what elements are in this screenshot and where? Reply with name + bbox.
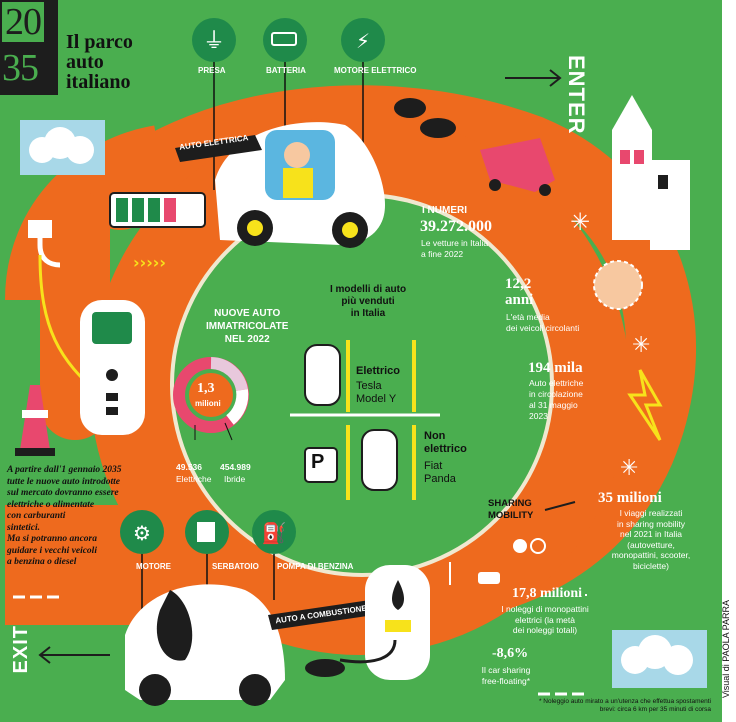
svg-text:✳: ✳ (632, 333, 650, 358)
electric-icon-label-presa: PRESA (198, 66, 226, 75)
tank-icon (197, 522, 215, 542)
fuel-pump-icon: ⛽ (262, 521, 287, 545)
electric-car (215, 122, 385, 248)
svg-text:+: + (182, 202, 197, 223)
best-electric-label: Elettrico (356, 365, 401, 377)
numbers-heading: I NUMERI (422, 205, 467, 216)
combustion-icon-label-serbatoio: SERBATOIO (212, 562, 259, 571)
electric-icon-circles: ⏚ ⚡ (192, 18, 385, 210)
dash-marks (13, 595, 584, 696)
vehicles-value: 39.272.000 (420, 218, 492, 235)
battery-icon (271, 32, 297, 46)
combustion-car-tag-bg (268, 600, 374, 630)
traffic-cone (15, 385, 55, 456)
parking-lot (290, 340, 440, 500)
electric-icon-label-batteria: BATTERIA (266, 66, 306, 75)
combustion-icon-label-motore: MOTORE (136, 562, 171, 571)
electric-motor-icon: ⚡ (356, 29, 370, 53)
carsharing-value: -8,6% (492, 646, 529, 661)
year-bottom: 35 (2, 47, 39, 89)
sharing-icons (449, 538, 546, 585)
ev-value: 194 mila (528, 360, 583, 376)
electric-reg-value: 49.536 (176, 462, 202, 472)
sharing-trips-value: 35 milioni (598, 490, 662, 506)
fuel-pump (339, 565, 430, 680)
cloud-right (612, 630, 707, 688)
houses (612, 95, 690, 250)
year-top: 20 (2, 2, 44, 42)
combustion-icon-label-pompa: POMPA DI BENZINA (277, 562, 354, 571)
svg-text:✳: ✳ (620, 456, 638, 481)
red-car (480, 138, 555, 196)
plug-icon: ⏚ (203, 29, 225, 54)
lightning-graphic (627, 369, 663, 441)
registrations-donut (173, 357, 249, 441)
charger-left (28, 220, 145, 435)
enter-label: ENTER (564, 55, 589, 135)
hybrid-reg-value: 454.989 (220, 462, 251, 472)
credit: Visual di PAOLA PARRA (721, 600, 731, 699)
combustion-icon-circles: ⚙ ⛽ (120, 510, 296, 640)
registrations-total-unit: milioni (195, 399, 221, 408)
electric-car-tag-bg (175, 135, 262, 162)
battery-graphic (109, 192, 206, 228)
hybrid-reg-label: Ibride (224, 474, 246, 484)
electric-icon-label-motore: MOTORE ELETTRICO (334, 66, 417, 75)
cloud-left (20, 120, 105, 175)
engine-icon: ⚙ (133, 521, 151, 545)
combustion-car (125, 584, 285, 706)
arrows (38, 69, 587, 664)
scooter-value: 17,8 milioni (512, 586, 583, 601)
footnote: * Noleggio auto mirato a un'utenza che e… (538, 698, 711, 713)
svg-text:✳: ✳ (570, 208, 590, 236)
registrations-total-value: 1,3 (197, 381, 215, 396)
parking-sign: P (311, 451, 325, 473)
exit-label: EXIT (10, 625, 32, 674)
face-sticker (593, 260, 643, 310)
chevron-arrows: ››››› (133, 253, 166, 272)
electric-reg-label: Elettriche (176, 474, 212, 484)
